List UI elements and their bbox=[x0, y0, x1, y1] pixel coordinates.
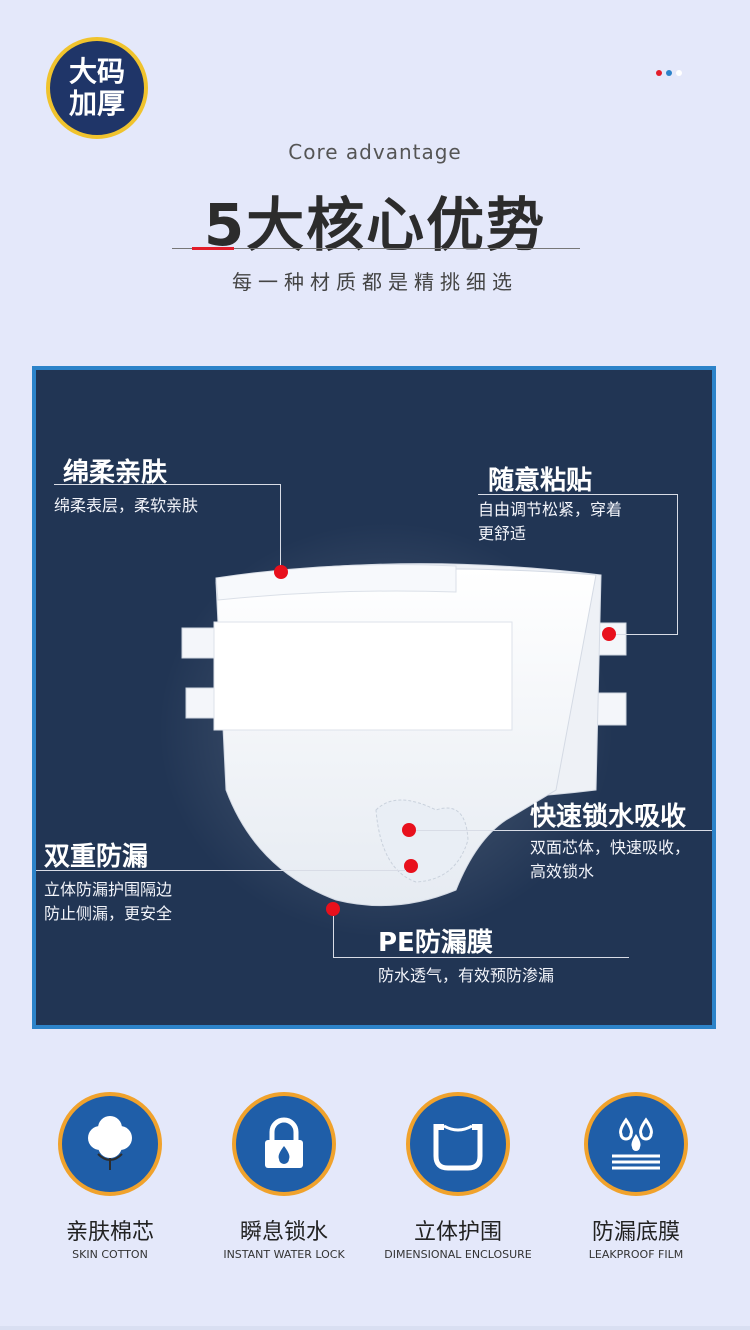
feature-en: LEAKPROOF FILM bbox=[588, 1248, 684, 1261]
callout-soft-title: 绵柔亲肤 bbox=[63, 458, 168, 488]
callout-absorb-dot-2 bbox=[404, 859, 418, 873]
lock-droplet-icon bbox=[232, 1092, 336, 1196]
callout-tape-leader bbox=[677, 494, 678, 634]
callout-soft-desc: 绵柔表层，柔软亲肤 bbox=[54, 496, 199, 515]
callout-tape-title: 随意粘贴 bbox=[488, 466, 593, 496]
callout-pe-title: PE防漏膜 bbox=[378, 928, 493, 958]
callout-tape-line bbox=[478, 494, 678, 495]
callout-tape-leader-h bbox=[610, 634, 678, 635]
white-dot bbox=[676, 70, 682, 76]
callout-absorb-desc-1: 双面芯体，快速吸收， bbox=[530, 838, 691, 857]
feature-leakproof-film: 防漏底膜 LEAKPROOF FILM bbox=[546, 1092, 726, 1261]
product-panel: 绵柔亲肤 绵柔表层，柔软亲肤 随意粘贴 自由调节松紧，穿着 更舒适 快速锁水吸收… bbox=[32, 366, 716, 1029]
callout-leakguard-title: 双重防漏 bbox=[44, 842, 149, 872]
cotton-icon bbox=[58, 1092, 162, 1196]
diaper-illustration bbox=[181, 563, 627, 907]
feature-en: SKIN COTTON bbox=[72, 1248, 148, 1261]
promo-badge: 大码 加厚 bbox=[46, 37, 148, 139]
badge-line-1: 大码 bbox=[68, 55, 125, 88]
callout-tape-dot bbox=[602, 627, 616, 641]
callout-tape-desc-2: 更舒适 bbox=[478, 524, 527, 543]
feature-name: 防漏底膜 bbox=[591, 1220, 680, 1245]
feature-en: INSTANT WATER LOCK bbox=[223, 1248, 345, 1261]
callout-pe-leader bbox=[333, 916, 334, 958]
feature-water-lock: 瞬息锁水 INSTANT WATER LOCK bbox=[194, 1092, 374, 1261]
title-underline bbox=[172, 248, 580, 249]
feature-skin-cotton: 亲肤棉芯 SKIN COTTON bbox=[20, 1092, 200, 1261]
red-dot bbox=[656, 70, 662, 76]
callout-pe-dot bbox=[326, 902, 340, 916]
feature-name: 立体护围 bbox=[413, 1220, 502, 1245]
callout-pe-line bbox=[333, 957, 629, 958]
callout-leakguard-desc-2: 防止侧漏，更安全 bbox=[44, 904, 173, 923]
callout-soft-line bbox=[54, 484, 281, 485]
enclosure-icon bbox=[406, 1092, 510, 1196]
callout-absorb-desc-2: 高效锁水 bbox=[530, 862, 595, 881]
title-accent-bar bbox=[192, 247, 234, 250]
callout-soft-leader bbox=[280, 484, 281, 569]
callout-absorb-title: 快速锁水吸收 bbox=[530, 802, 687, 832]
page-title: 5大核心优势 bbox=[203, 191, 547, 259]
feature-name: 瞬息锁水 bbox=[239, 1220, 328, 1245]
droplets-film-icon bbox=[584, 1092, 688, 1196]
callout-absorb-dot-1 bbox=[402, 823, 416, 837]
decor-dots bbox=[656, 70, 682, 76]
feature-name: 亲肤棉芯 bbox=[65, 1220, 154, 1245]
feature-en: DIMENSIONAL ENCLOSURE bbox=[384, 1248, 532, 1261]
callout-pe-desc: 防水透气，有效预防渗漏 bbox=[378, 966, 555, 985]
callout-soft-dot bbox=[274, 565, 288, 579]
callout-leakguard-line bbox=[36, 870, 406, 871]
badge-line-2: 加厚 bbox=[68, 87, 125, 120]
blue-dot bbox=[666, 70, 672, 76]
bottom-divider bbox=[0, 1326, 750, 1330]
callout-tape-desc-1: 自由调节松紧，穿着 bbox=[478, 500, 623, 519]
feature-enclosure: 立体护围 DIMENSIONAL ENCLOSURE bbox=[368, 1092, 548, 1261]
eyebrow-text: Core advantage bbox=[288, 140, 462, 164]
page-subtitle: 每一种材质都是精挑细选 bbox=[232, 270, 518, 294]
callout-leakguard-desc-1: 立体防漏护围隔边 bbox=[44, 880, 173, 899]
callout-absorb-line bbox=[410, 830, 712, 831]
